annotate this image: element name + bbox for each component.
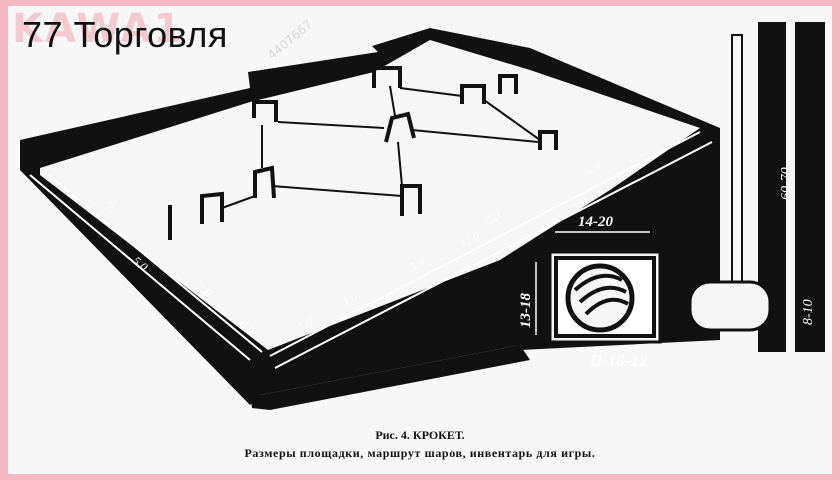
hoops: [200, 66, 558, 224]
front-side-lines: [269, 131, 713, 369]
mallet-head: [688, 280, 772, 332]
field-surface: [40, 40, 700, 350]
figure-caption-title: Рис. 4. КРОКЕТ.: [375, 428, 465, 442]
dim-ball-width: 14-20: [578, 214, 613, 230]
left-side-lines: [29, 171, 263, 361]
dim-front-2: 1.0: [340, 289, 360, 308]
watermark-text: KAWA1: [12, 6, 184, 52]
route-arrows: [221, 85, 541, 209]
front-slab: [250, 345, 530, 410]
dim-front-5: 2.0: [483, 208, 503, 227]
dim-ball-diam: D-10-12: [589, 351, 648, 370]
stamp-watermark: 4407667: [265, 17, 315, 62]
dim-front-6: 6.0: [583, 159, 603, 178]
dim-ball-height: 13-18: [518, 293, 534, 328]
dimension-lines: [535, 231, 650, 335]
dim-mallet-head: 8-10: [801, 299, 816, 325]
dim-front-3: 3.0: [406, 255, 427, 275]
dim-mallet-len: 60-70: [779, 167, 794, 200]
figure-caption-subtitle: Размеры площадки, маршрут шаров, инвента…: [244, 446, 596, 460]
right-column-2: [795, 22, 825, 352]
mallet-handle: [731, 34, 743, 306]
dim-front-1: 1.0: [295, 313, 315, 332]
page-title: 77 Торговля: [22, 14, 228, 55]
